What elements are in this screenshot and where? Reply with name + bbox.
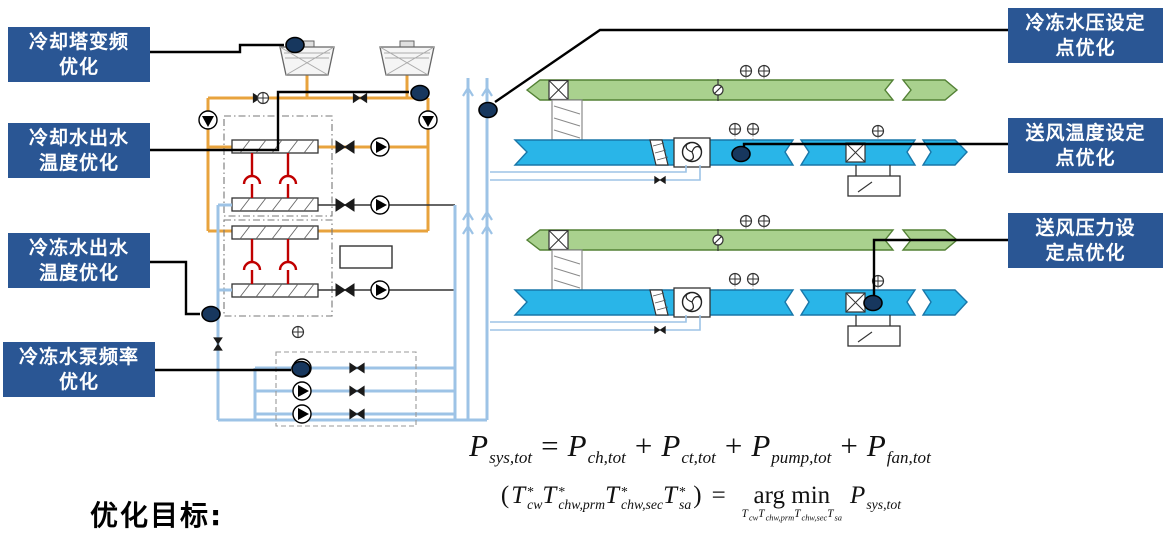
chilled-water-pump-icon — [292, 404, 312, 424]
callout-pump-frequency: 冷冻水泵频率 优化 — [3, 342, 155, 397]
marker-supply-air-pressure — [863, 294, 883, 312]
close-paren: ) — [693, 482, 702, 509]
temperature-sensor-icon — [291, 325, 305, 339]
callout-line: 送风温度设定 — [1025, 121, 1146, 144]
callout-line: 优化 — [58, 370, 99, 393]
valve-icon — [335, 198, 355, 212]
operator: + — [840, 428, 858, 463]
chilled-water-pump-icon — [292, 381, 312, 401]
valve-icon — [335, 283, 355, 297]
air-loop-1 — [490, 66, 967, 197]
callout-line: 冷冻水泵频率 — [18, 345, 139, 368]
callout-line: 冷冻水压设定 — [1025, 11, 1146, 34]
pump-icon — [370, 195, 390, 215]
condenser-pump-icon — [198, 110, 218, 130]
chiller-2-boundary — [223, 219, 333, 317]
cooling-tower-icon — [379, 40, 435, 76]
callout-chw-pressure-setpoint: 冷冻水压设定 点优化 — [1008, 8, 1163, 63]
callout-condenser-water-temp: 冷却水出水 温度优化 — [8, 123, 150, 178]
evaporator-hx-icon — [231, 283, 319, 298]
valve-icon — [349, 362, 365, 374]
valve-icon — [349, 385, 365, 397]
term-p-ct: Pct,tot — [661, 428, 716, 468]
marker-chilled-water-temp — [201, 305, 221, 323]
formula-power-balance: Psys,tot=Pch,tot+Pct,tot+Ppump,tot+Pfan,… — [420, 428, 980, 468]
var-t-chw-sec: T*chw,sec — [605, 482, 664, 512]
valve-icon — [349, 408, 365, 420]
operator: = — [541, 428, 559, 463]
equals-sign: = — [711, 482, 726, 509]
open-paren: ( — [500, 482, 510, 509]
operator: + — [634, 428, 653, 463]
var-t-cw: T*cw — [511, 482, 543, 512]
callout-chilled-water-temp: 冷冻水出水 温度优化 — [8, 233, 150, 288]
secondary-pump-group-boundary — [275, 351, 417, 427]
marker-pump-frequency — [291, 360, 311, 378]
condenser-hx-icon — [231, 225, 319, 240]
marker-supply-air-temp — [731, 145, 751, 163]
callout-line: 点优化 — [1055, 36, 1116, 59]
callout-line: 冷却塔变频 — [28, 30, 129, 53]
callout-line: 送风压力设 — [1035, 216, 1136, 239]
term-p-pump: Ppump,tot — [751, 428, 832, 468]
callout-line: 冷却水出水 — [28, 126, 129, 149]
callout-cooling-tower-vfd: 冷却塔变频 优化 — [8, 27, 150, 82]
term-p-ch: Pch,tot — [567, 428, 626, 468]
callout-line: 点优化 — [1055, 146, 1116, 169]
callout-connectors — [150, 28, 1008, 378]
valve-icon — [335, 140, 355, 154]
callout-line: 优化 — [58, 55, 99, 78]
callout-line: 定点优化 — [1045, 241, 1126, 264]
pump-icon — [370, 280, 390, 300]
term-p-sys: Psys,tot — [469, 428, 533, 468]
term-p-sys-result: Psys,tot — [850, 482, 902, 512]
marker-condenser-water-temp — [410, 84, 430, 102]
condenser-pump-icon — [418, 110, 438, 130]
chiller-plant — [198, 40, 494, 427]
objective-heading: 优化目标: — [90, 499, 224, 532]
callout-supply-air-pressure-setpoint: 送风压力设 定点优化 — [1008, 213, 1163, 268]
callout-supply-air-temp-setpoint: 送风温度设定 点优化 — [1008, 118, 1163, 173]
callout-line: 温度优化 — [38, 261, 119, 284]
callout-line: 冷冻水出水 — [28, 236, 129, 259]
air-loop-2 — [490, 216, 967, 347]
var-t-chw-prm: T*chw,prm — [542, 482, 606, 512]
operator: + — [724, 428, 743, 463]
pump-icon — [370, 137, 390, 157]
valve-icon — [213, 337, 223, 351]
marker-chw-pressure — [478, 101, 498, 119]
callout-line: 温度优化 — [38, 151, 119, 174]
evaporator-hx-icon — [231, 197, 319, 212]
temperature-sensor-icon — [256, 91, 270, 105]
valve-icon — [352, 93, 368, 103]
var-t-sa: T*sa — [663, 482, 692, 512]
term-p-fan: Pfan,tot — [866, 428, 931, 468]
bypass-tank — [339, 245, 393, 269]
marker-cooling-tower-vfd — [285, 36, 305, 54]
